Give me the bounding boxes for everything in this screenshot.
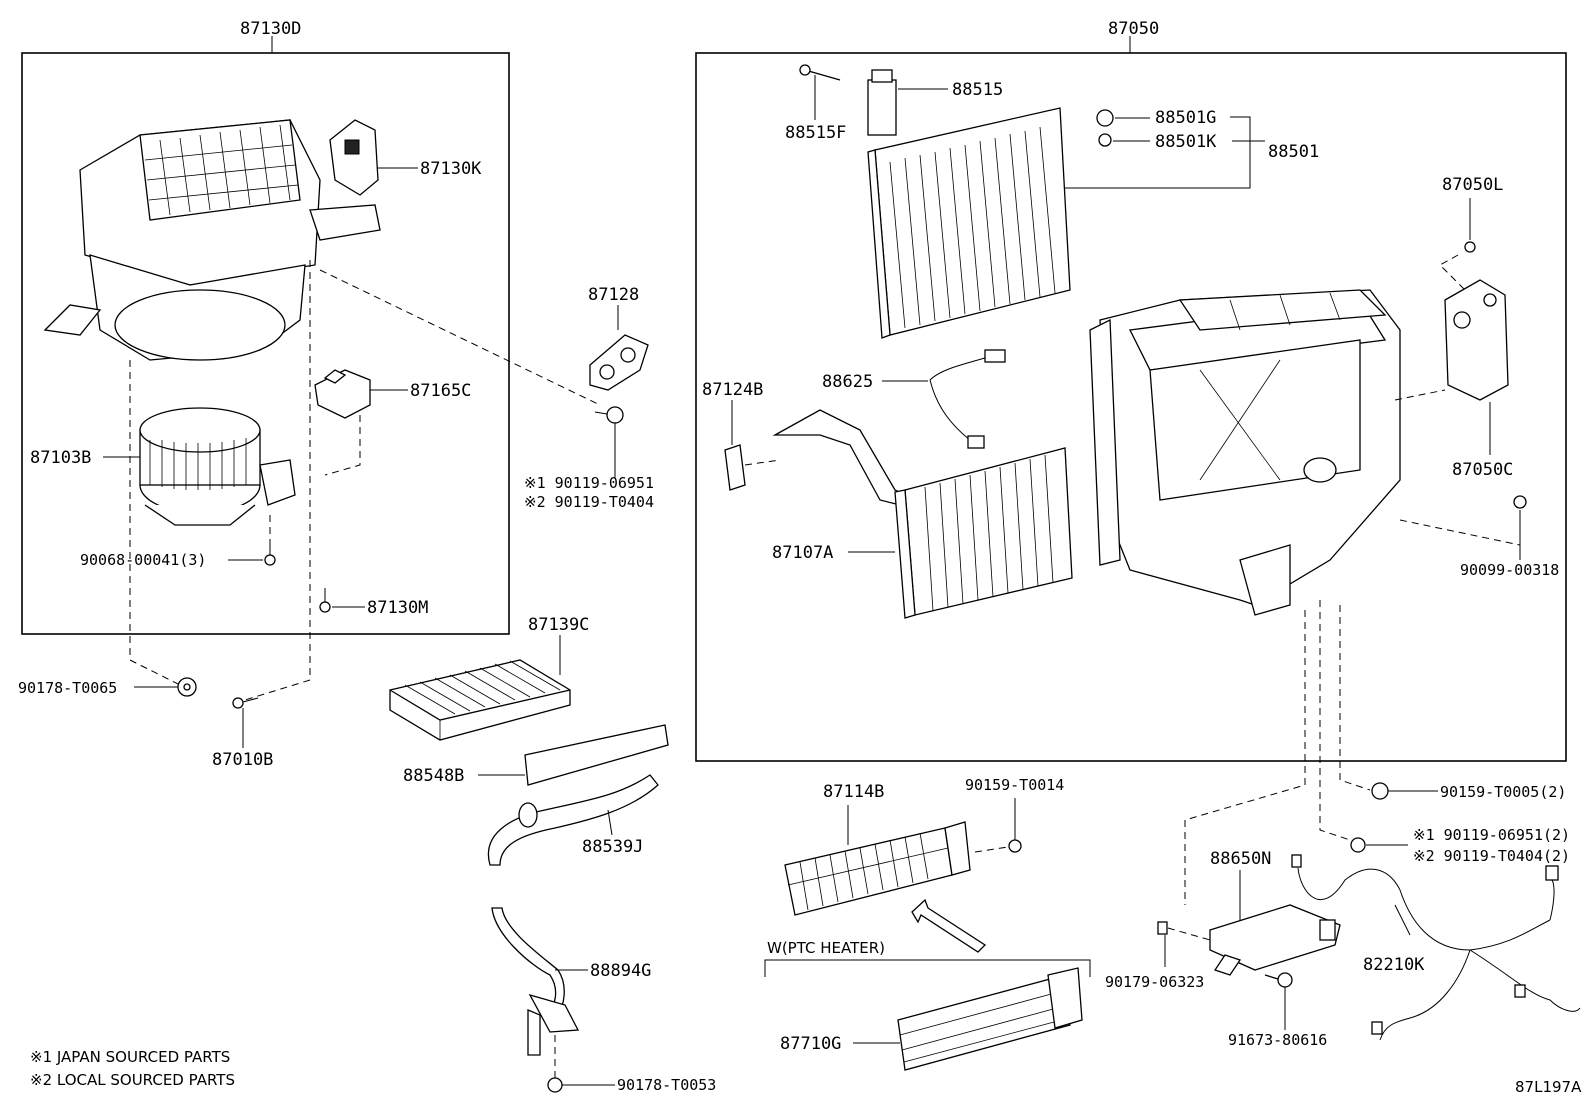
filter-87139C-drawing <box>389 659 571 741</box>
ptc-heater-87710G-drawing <box>897 967 1083 1071</box>
label-87139C: 87139C <box>528 615 589 635</box>
screw-87130M-drawing <box>319 588 331 613</box>
note-local-sourced: ※2 LOCAL SOURCED PARTS <box>30 1071 235 1089</box>
clip-90179-drawing <box>1157 921 1168 935</box>
bolt-87010B-drawing <box>232 697 259 709</box>
label-90159-T0005: 90159-T0005(2) <box>1440 783 1566 801</box>
valve-88515-drawing <box>867 69 897 136</box>
panel-88548B-drawing <box>524 724 669 786</box>
label-90179: 90179-06323 <box>1105 973 1204 991</box>
screw-90068-drawing <box>264 540 276 566</box>
label-group-87130D: 87130D <box>240 19 301 39</box>
label-88548B: 88548B <box>403 766 464 786</box>
label-90178-T0065: 90178-T0065 <box>18 679 117 697</box>
label-90068: 90068-00041(3) <box>80 551 206 569</box>
label-ptc-heater: W(PTC HEATER) <box>767 939 885 957</box>
nut-90159-T0005-drawing <box>1371 782 1389 800</box>
part-87130K-drawing <box>329 119 379 196</box>
label-90119-c: ※1 90119-06951(2) <box>1413 826 1570 844</box>
harness-82210K-drawing <box>1291 854 1581 1041</box>
label-87103B: 87103B <box>30 448 91 468</box>
sensor-88625-drawing <box>929 349 1006 449</box>
part-87165C-drawing <box>314 369 371 419</box>
oring-88501G-drawing <box>1096 109 1114 127</box>
heater-unit-group <box>695 36 1567 762</box>
nut-90178-T0053-drawing <box>547 1035 563 1093</box>
label-88894G: 88894G <box>590 961 651 981</box>
blower-case-drawing <box>43 119 381 361</box>
label-87165C: 87165C <box>410 381 471 401</box>
label-87124B: 87124B <box>702 380 763 400</box>
label-87114B: 87114B <box>823 782 884 802</box>
label-88515: 88515 <box>952 80 1003 100</box>
label-88515F: 88515F <box>785 123 846 143</box>
screw-90099-drawing <box>1513 495 1527 509</box>
label-88501: 88501 <box>1268 142 1319 162</box>
screw-90119-2-drawing <box>1350 837 1366 853</box>
direction-arrow <box>911 898 987 953</box>
label-87050L: 87050L <box>1442 175 1503 195</box>
label-87050C: 87050C <box>1452 460 1513 480</box>
note-japan-sourced: ※1 JAPAN SOURCED PARTS <box>30 1048 230 1066</box>
label-88501G: 88501G <box>1155 108 1216 128</box>
label-90178-T0053: 90178-T0053 <box>617 1076 716 1094</box>
label-88650N: 88650N <box>1210 849 1271 869</box>
clip-87124B-drawing <box>724 444 746 491</box>
label-87107A: 87107A <box>772 543 833 563</box>
bolt-88515F-drawing <box>799 64 841 81</box>
label-90119-d: ※2 90119-T0404(2) <box>1413 847 1570 865</box>
label-90119-b: ※2 90119-T0404 <box>524 493 654 511</box>
evaporator-88501-drawing <box>867 107 1071 339</box>
hose-88894G-drawing <box>491 907 580 1056</box>
label-90099: 90099-00318 <box>1460 561 1559 579</box>
screw-87050L-drawing <box>1464 241 1476 253</box>
figure-id: 87L197A <box>1515 1078 1582 1096</box>
part-87103B-drawing <box>139 407 296 526</box>
label-87130M: 87130M <box>367 598 428 618</box>
grommet-87128-drawing <box>589 334 649 391</box>
label-90119-a: ※1 90119-06951 <box>524 474 654 492</box>
label-87128: 87128 <box>588 285 639 305</box>
nut-90178-T0065-drawing <box>177 677 197 697</box>
label-88539J: 88539J <box>582 837 643 857</box>
ptc-heater-87114B-drawing <box>784 821 971 916</box>
label-91673: 91673-80616 <box>1228 1031 1327 1049</box>
label-87010B: 87010B <box>212 750 273 770</box>
oring-88501K-drawing <box>1098 133 1112 147</box>
label-87130K: 87130K <box>420 159 482 179</box>
screw-90119-drawing <box>594 406 624 424</box>
module-88650N-drawing <box>1209 904 1341 976</box>
label-88625: 88625 <box>822 372 873 392</box>
duct-88539J-drawing <box>487 774 659 866</box>
bolt-91673-drawing <box>1264 972 1293 988</box>
label-82210K: 82210K <box>1363 955 1425 975</box>
label-88501K: 88501K <box>1155 132 1217 152</box>
bolt-90159-T0014-drawing <box>974 839 1022 853</box>
heater-unit-case-drawing <box>1089 289 1401 616</box>
label-group-87050: 87050 <box>1108 19 1159 39</box>
label-87710G: 87710G <box>780 1034 841 1054</box>
blower-assembly-group <box>21 36 510 635</box>
heater-core-87107A-drawing <box>772 409 1073 619</box>
label-90159-T0014: 90159-T0014 <box>965 776 1064 794</box>
servo-87050C-drawing <box>1444 279 1509 401</box>
